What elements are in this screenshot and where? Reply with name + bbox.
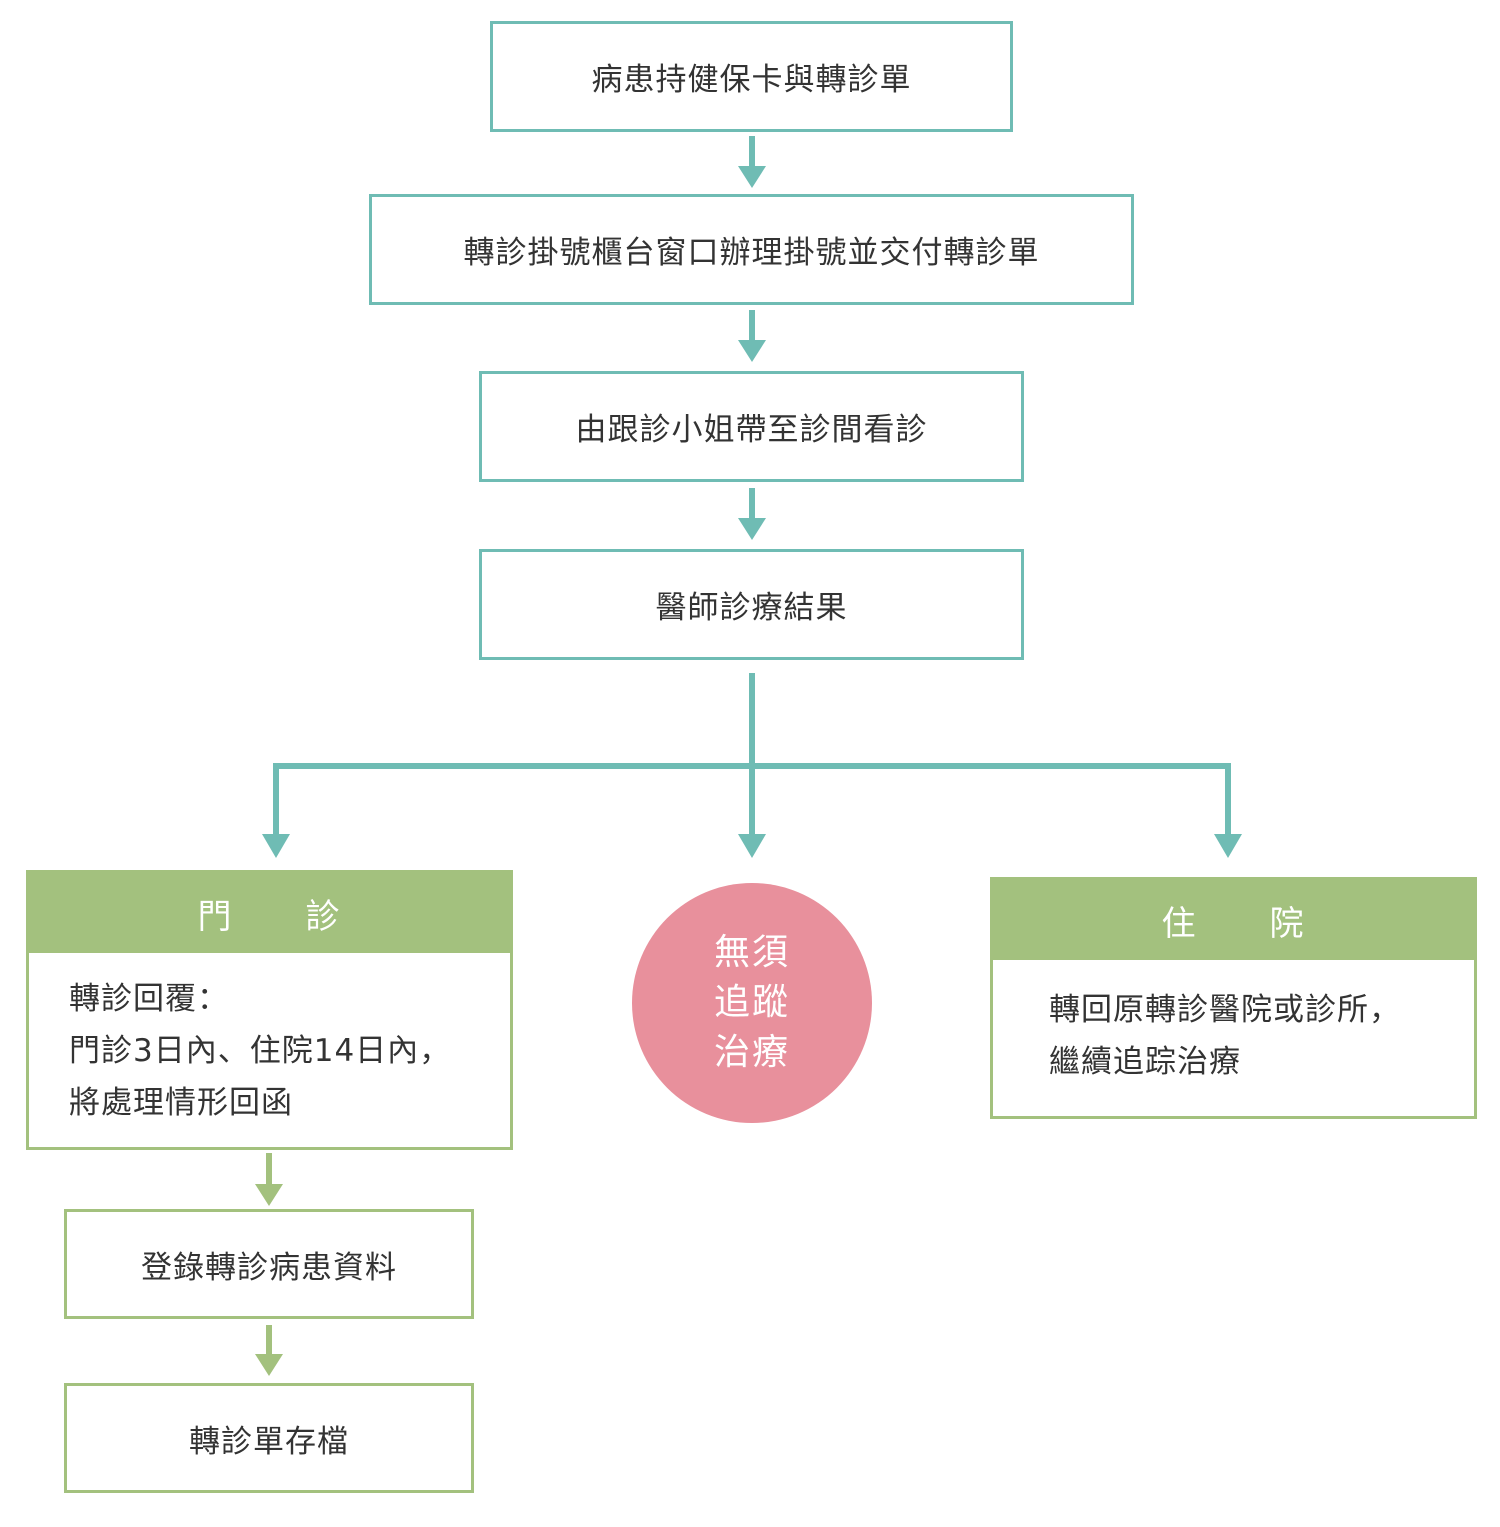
inpatient-title: 住 院 bbox=[993, 880, 1474, 960]
step-2-box: 轉診掛號櫃台窗口辦理掛號並交付轉診單 bbox=[369, 194, 1134, 305]
step-2-label: 轉診掛號櫃台窗口辦理掛號並交付轉診單 bbox=[463, 235, 1040, 271]
step-3-box: 由跟診小姐帶至診間看診 bbox=[479, 371, 1024, 482]
outpatient-panel: 門 診 轉診回覆： 門診3日內、住院14日內， 將處理情形回函 bbox=[26, 870, 513, 1150]
arrow-step3-step4 bbox=[738, 488, 766, 540]
arrow-inpatient bbox=[1214, 834, 1242, 858]
outpatient-line-1: 轉診回覆： bbox=[69, 981, 229, 1017]
step-1-label: 病患持健保卡與轉診單 bbox=[591, 62, 912, 98]
arrow-register-archive bbox=[255, 1325, 283, 1376]
no-followup-line-3: 治療 bbox=[713, 1032, 790, 1073]
inpatient-line-1: 轉回原轉診醫院或診所， bbox=[1049, 992, 1401, 1028]
step-4-box: 醫師診療結果 bbox=[479, 549, 1024, 660]
archive-label: 轉診單存檔 bbox=[189, 1423, 349, 1460]
arrow-outpatient bbox=[262, 834, 290, 858]
no-followup-line-1: 無須 bbox=[713, 932, 790, 973]
outpatient-title: 門 診 bbox=[29, 873, 510, 953]
step-3-label: 由跟診小姐帶至診間看診 bbox=[575, 412, 928, 448]
register-box: 登錄轉診病患資料 bbox=[64, 1209, 474, 1319]
inpatient-panel: 住 院 轉回原轉診醫院或診所， 繼續追踪治療 bbox=[990, 877, 1477, 1119]
arrow-outpatient-register bbox=[255, 1153, 283, 1206]
no-followup-line-2: 追蹤 bbox=[713, 982, 790, 1023]
archive-box: 轉診單存檔 bbox=[64, 1383, 474, 1493]
no-followup-circle: 無須 追蹤 治療 bbox=[632, 883, 872, 1123]
arrow-step1-step2 bbox=[738, 136, 766, 188]
arrow-step2-step3 bbox=[738, 310, 766, 362]
arrow-no-followup bbox=[738, 834, 766, 858]
inpatient-body: 轉回原轉診醫院或診所， 繼續追踪治療 bbox=[993, 960, 1474, 1112]
branch-connector bbox=[262, 673, 1242, 858]
step-1-box: 病患持健保卡與轉診單 bbox=[490, 21, 1013, 132]
outpatient-body: 轉診回覆： 門診3日內、住院14日內， 將處理情形回函 bbox=[29, 953, 510, 1149]
outpatient-line-2: 門診3日內、住院14日內， bbox=[69, 1033, 452, 1069]
inpatient-line-2: 繼續追踪治療 bbox=[1049, 1044, 1241, 1080]
outpatient-line-3: 將處理情形回函 bbox=[69, 1085, 293, 1121]
register-label: 登錄轉診病患資料 bbox=[141, 1249, 397, 1286]
step-4-label: 醫師診療結果 bbox=[655, 590, 848, 626]
